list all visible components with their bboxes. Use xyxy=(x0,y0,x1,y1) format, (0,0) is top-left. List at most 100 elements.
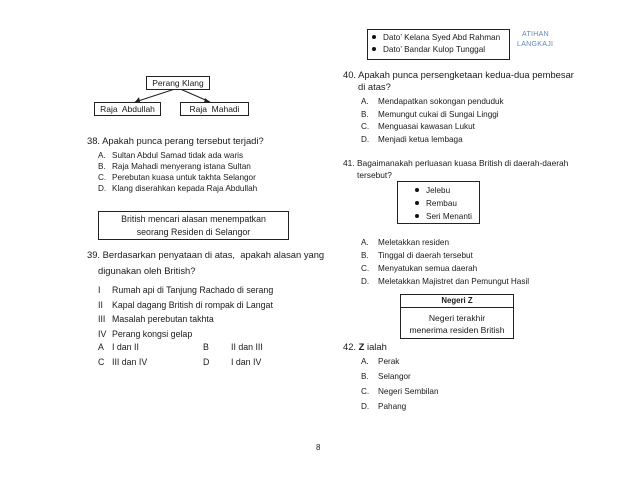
page-number: 8 xyxy=(316,443,321,452)
option-text: Perak xyxy=(378,357,400,366)
option-row: C. Perebutan kuasa untuk takhta Selangor xyxy=(98,172,257,183)
district-name: Rembau xyxy=(426,199,457,208)
info-box: British mencari alasan menempatkan seora… xyxy=(98,211,289,240)
option-letter: C. xyxy=(98,173,107,182)
negeri-z-line2: menerima residen British xyxy=(409,325,505,335)
q39-answer-c: C III dan IV xyxy=(98,357,147,367)
q39-answer-a: A I dan II xyxy=(98,342,139,352)
header-name-row: Dato’ Kelana Syed Abd Rahman xyxy=(372,32,505,44)
bullet-icon xyxy=(372,35,376,39)
question-40: 40. Apakah punca persengketaan kedua-dua… xyxy=(343,69,574,93)
diagram-right-label: Raja Mahadi xyxy=(189,104,240,114)
header-names-box: Dato’ Kelana Syed Abd Rahman Dato’ Banda… xyxy=(367,29,510,60)
option-letter: A. xyxy=(361,238,369,247)
answer-text: III dan IV xyxy=(112,357,148,367)
answer-text: I dan IV xyxy=(231,357,262,367)
question-41-line2: tersebut? xyxy=(357,170,392,180)
statement-text: Kapal dagang British di rompak di Langat xyxy=(112,299,273,310)
diagram-right-box: Raja Mahadi xyxy=(180,102,249,116)
option-letter: B. xyxy=(361,372,369,381)
statement-num: I xyxy=(98,285,101,295)
negeri-z-box: Negeri Z Negeri terakhir menerima reside… xyxy=(400,294,514,339)
option-letter: D. xyxy=(98,184,107,193)
option-row: C. Negeri Sembilan xyxy=(361,384,439,399)
option-row: D. Menjadi ketua lembaga xyxy=(361,134,504,147)
header-name: Dato’ Bandar Kulop Tunggal xyxy=(383,45,486,54)
option-letter: D. xyxy=(361,402,370,411)
statement-text: Perang kongsi gelap xyxy=(112,328,193,339)
option-letter: C. xyxy=(361,264,370,273)
option-text: Tinggal di daerah tersebut xyxy=(378,251,473,260)
question-42-suffix: ialah xyxy=(364,341,387,352)
question-41-line1: 41. Bagaimanakah perluasan kuasa British… xyxy=(343,158,569,168)
header-name-row: Dato’ Bandar Kulop Tunggal xyxy=(372,44,505,56)
info-line-1: British mencari alasan menempatkan xyxy=(121,214,266,224)
info-line-2: seorang Residen di Selangor xyxy=(136,227,251,237)
negeri-z-title: Negeri Z xyxy=(401,295,513,308)
header-name: Dato’ Kelana Syed Abd Rahman xyxy=(383,33,501,42)
question-39-line1: 39. Berdasarkan penyataan di atas, apaka… xyxy=(87,249,325,260)
option-text: Raja Mahadi menyerang istana Sultan xyxy=(112,162,251,171)
statement-num: III xyxy=(98,314,106,324)
option-row: B. Tinggal di daerah tersebut xyxy=(361,249,529,262)
question-41: 41. Bagaimanakah perluasan kuasa British… xyxy=(343,157,568,181)
option-text: Pahang xyxy=(378,402,407,411)
answer-text: II dan III xyxy=(231,342,263,352)
answer-letter: A xyxy=(98,342,104,352)
option-text: Selangor xyxy=(378,372,411,381)
option-letter: D. xyxy=(361,134,370,144)
question-42-prefix: 42. xyxy=(343,341,359,352)
answer-letter: D xyxy=(203,357,210,367)
option-letter: B. xyxy=(361,251,369,260)
option-letter: B. xyxy=(361,109,369,119)
question-40-line1: 40. Apakah punca persengketaan kedua-dua… xyxy=(343,69,574,80)
q39-answer-d: D I dan IV xyxy=(203,357,261,367)
q42-options: A. Perak B. Selangor C. Negeri Sembilan D. P… xyxy=(361,354,439,414)
option-row: B.Raja Mahadi menyerang istana Sultan xyxy=(98,161,257,172)
option-row: C.Menguasai kawasan Lukut xyxy=(361,121,504,134)
option-letter: A. xyxy=(361,357,369,366)
option-text: Menjadi ketua lembaga xyxy=(378,134,463,144)
answer-text: I dan II xyxy=(112,342,139,352)
question-40-line2: di atas? xyxy=(358,81,391,92)
option-text: Menyatukan semua daerah xyxy=(378,264,478,273)
district-row: Jelebu xyxy=(415,184,479,197)
option-row: D. Klang diserahkan kepada Raja Abdullah xyxy=(98,183,257,194)
district-row: Rembau xyxy=(415,197,479,210)
option-text: Sultan Abdul Samad tidak ada waris xyxy=(112,151,244,160)
option-row: C. Menyatukan semua daerah xyxy=(361,262,529,275)
option-text: Memungut cukai di Sungai Linggi xyxy=(378,109,499,119)
option-text: Meletakkan Majistret dan Pemungut Hasil xyxy=(378,277,530,286)
bullet-icon xyxy=(372,47,376,51)
answer-letter: C xyxy=(98,357,105,367)
option-row: B. Memungut cukai di Sungai Linggi xyxy=(361,109,504,122)
option-letter: A. xyxy=(98,151,106,160)
bullet-icon xyxy=(415,188,419,192)
option-text: Negeri Sembilan xyxy=(378,387,439,396)
bullet-icon xyxy=(415,201,419,205)
statement-text: Rumah api di Tanjung Rachado di serang xyxy=(112,285,274,295)
diagram-left-label: Raja Abdullah xyxy=(100,104,155,114)
question-38: 38. Apakah punca perang tersebut terjadi… xyxy=(87,135,264,146)
question-39-line2: digunakan oleh British? xyxy=(98,265,196,276)
q38-options: A. Sultan Abdul Samad tidak ada waris B.R… xyxy=(98,150,257,194)
option-row: A.Meletakkan residen xyxy=(361,236,529,249)
question-39: 39. Berdasarkan penyataan di atas, apaka… xyxy=(87,247,325,279)
option-letter: A. xyxy=(361,97,369,106)
bullet-icon xyxy=(415,214,419,218)
option-letter: C. xyxy=(361,387,370,396)
option-row: D.Meletakkan Majistret dan Pemungut Hasi… xyxy=(361,275,529,288)
question-42-subject: Z xyxy=(358,341,365,352)
district-name: Jelebu xyxy=(426,186,451,195)
option-text: Perebutan kuasa untuk takhta Selangor xyxy=(112,173,256,182)
negeri-z-line1: Negeri terakhir xyxy=(428,313,486,323)
districts-box: Jelebu Rembau Seri Menanti xyxy=(397,181,480,224)
q40-options: A.Mendapatkan sokongan penduduk B.Memung… xyxy=(361,96,504,146)
option-text: Klang diserahkan kepada Raja Abdullah xyxy=(112,184,258,193)
